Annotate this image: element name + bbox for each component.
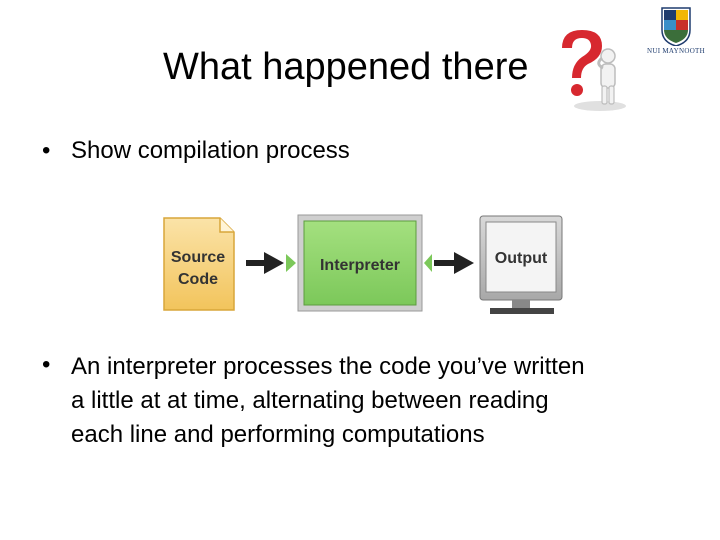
source-label-line1: Source <box>171 249 225 266</box>
bullet-line: a little at at time, alternating between… <box>71 387 549 414</box>
arrow-icon <box>246 252 296 274</box>
bullet-line: each line and performing computations <box>71 421 485 448</box>
university-logo: NUI MAYNOOTH <box>638 6 714 62</box>
interpreter-label: Interpreter <box>320 257 400 274</box>
bullet-dot: • <box>42 137 51 164</box>
interpreter-box: Interpreter <box>297 214 423 312</box>
interpreter-diagram: Source Code Interpreter Output <box>163 214 563 314</box>
bullet-text: Show compilation process <box>71 137 350 164</box>
slide-title: What happened there <box>163 46 529 88</box>
logo-text: NUI MAYNOOTH <box>647 47 705 55</box>
arrow-icon <box>424 252 474 274</box>
source-label-line2: Code <box>178 271 218 288</box>
bullet-line: An interpreter processes the code you’ve… <box>71 353 585 380</box>
bullet-dot: • <box>42 351 51 378</box>
output-label: Output <box>495 250 548 267</box>
source-code-document: Source Code <box>163 217 235 311</box>
question-mark-thinking-figure-icon <box>562 30 626 111</box>
university-logo-icon <box>661 7 691 47</box>
document-icon <box>163 217 235 311</box>
bullet-text: An interpreter processes the code you’ve… <box>71 350 585 452</box>
monitor-icon: Output <box>479 215 563 314</box>
